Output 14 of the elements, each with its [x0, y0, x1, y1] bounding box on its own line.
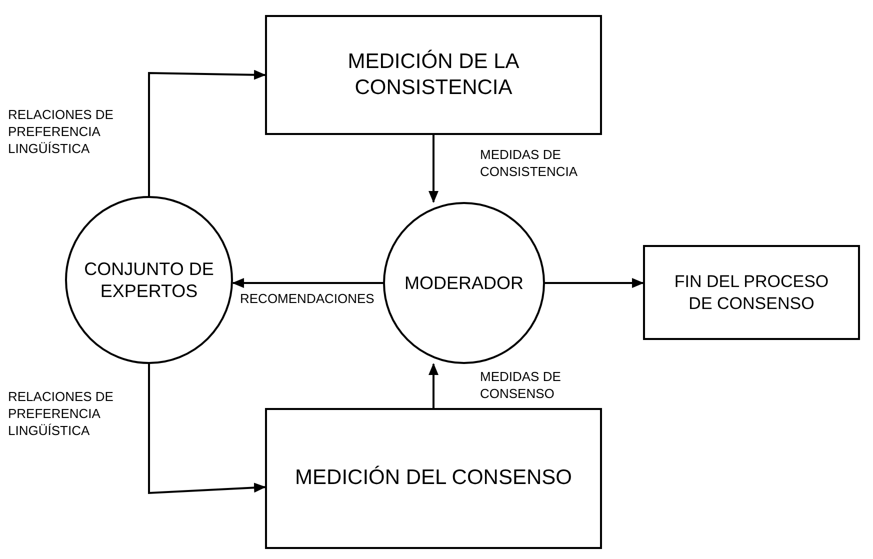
arrow — [232, 278, 383, 288]
arrow — [428, 135, 438, 203]
node-text: CONJUNTO DE EXPERTOS — [83, 258, 215, 302]
arrow — [428, 363, 438, 408]
arrow — [148, 70, 266, 196]
arrow — [148, 364, 266, 494]
node-text: MEDICIÓN DE LA CONSISTENCIA — [346, 48, 520, 101]
node-text: MEDICIÓN DEL CONSENSO — [295, 465, 572, 492]
process-box — [265, 408, 602, 549]
node-text: FIN DEL PROCESO DE CONSENSO — [673, 271, 830, 314]
process-box — [265, 15, 602, 135]
process-box — [643, 245, 860, 340]
node-text: MODERADOR — [404, 272, 524, 294]
arrow — [545, 278, 644, 288]
